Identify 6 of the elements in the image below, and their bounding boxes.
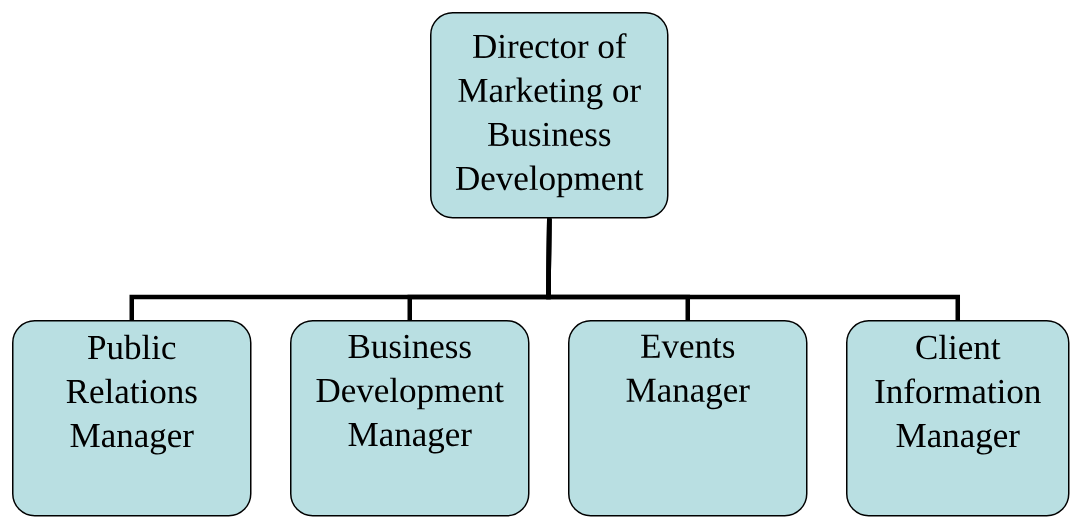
- org-box: Business Development Manager: [290, 320, 530, 517]
- org-box: Events Manager: [568, 320, 808, 517]
- org-box: Client Information Manager: [846, 320, 1070, 517]
- org-box: Director of Marketing or Business Development: [430, 12, 669, 219]
- connector-line: [546, 218, 960, 320]
- org-box: Public Relations Manager: [12, 320, 252, 517]
